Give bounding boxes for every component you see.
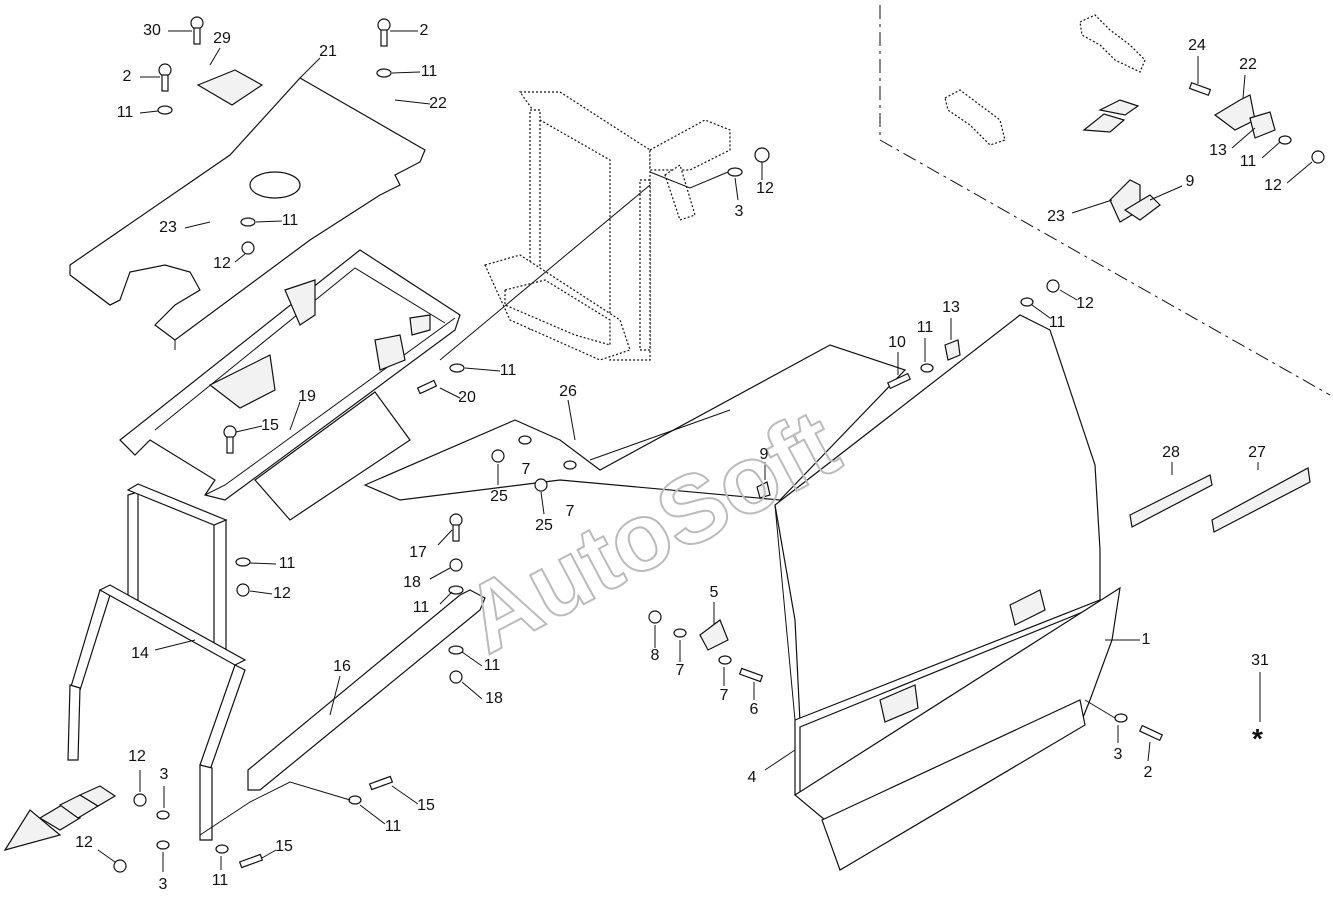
callout-c10: 10 bbox=[888, 334, 906, 351]
callout-c12a: 12 bbox=[213, 255, 231, 272]
callout-c7c: 7 bbox=[676, 662, 685, 679]
callout-c24: 24 bbox=[1188, 37, 1206, 54]
callout-c11i: 11 bbox=[385, 818, 402, 835]
strip-27 bbox=[1211, 467, 1311, 533]
callout-c11f: 11 bbox=[279, 555, 296, 572]
callout-c12b: 12 bbox=[756, 180, 774, 197]
callout-c6: 6 bbox=[750, 701, 759, 718]
callout-c15b: 15 bbox=[275, 838, 293, 855]
lower-panel bbox=[254, 391, 411, 521]
upper-frame bbox=[119, 249, 461, 501]
chassis-frame-dotted bbox=[484, 91, 731, 361]
callout-c7b: 7 bbox=[566, 503, 575, 520]
asterisk-marker: * bbox=[1252, 723, 1263, 754]
direction-arrow bbox=[3, 785, 117, 851]
callout-c13b: 13 bbox=[1209, 142, 1227, 159]
callout-c11g: 11 bbox=[484, 657, 501, 674]
callout-c22a: 22 bbox=[429, 95, 447, 112]
callout-c3a: 3 bbox=[735, 203, 744, 220]
callout-c21: 21 bbox=[319, 43, 337, 60]
callout-c8: 8 bbox=[651, 647, 660, 664]
callout-c2c: 2 bbox=[1144, 764, 1153, 781]
callout-c27: 27 bbox=[1248, 444, 1266, 461]
callout-c13a: 13 bbox=[942, 299, 960, 316]
side-rail bbox=[247, 589, 486, 791]
callout-c4: 4 bbox=[748, 769, 757, 786]
callout-c22b: 22 bbox=[1239, 56, 1257, 73]
bottom-channel bbox=[821, 699, 1086, 871]
callout-c23a: 23 bbox=[159, 219, 177, 236]
callout-c11e: 11 bbox=[413, 599, 430, 616]
callout-c3d: 3 bbox=[1114, 746, 1123, 763]
callout-c26: 26 bbox=[559, 383, 577, 400]
callout-c29: 29 bbox=[213, 30, 231, 47]
callout-c15c: 15 bbox=[417, 797, 435, 814]
callout-c11l: 11 bbox=[1240, 153, 1257, 170]
callout-c16: 16 bbox=[333, 658, 351, 675]
leader-lines bbox=[97, 30, 1313, 872]
callout-c25b: 25 bbox=[535, 517, 553, 534]
callout-c11h: 11 bbox=[212, 872, 229, 889]
callout-c9a: 9 bbox=[760, 446, 769, 463]
callout-c3b: 3 bbox=[160, 766, 169, 783]
callout-c12e: 12 bbox=[75, 834, 93, 851]
callout-c12g: 12 bbox=[1264, 177, 1282, 194]
callout-c3c: 3 bbox=[159, 876, 168, 893]
support-legs bbox=[67, 483, 247, 841]
callout-c11j: 11 bbox=[917, 319, 934, 336]
callout-c11b: 11 bbox=[117, 104, 134, 121]
callout-c15a: 15 bbox=[261, 417, 279, 434]
callout-c2b: 2 bbox=[123, 68, 132, 85]
top-cover-plate bbox=[69, 69, 426, 350]
callout-c12c: 12 bbox=[273, 585, 291, 602]
callout-c7a: 7 bbox=[522, 461, 531, 478]
callout-c30a: 30 bbox=[143, 22, 161, 39]
callout-c11a: 11 bbox=[421, 63, 438, 80]
callout-c2a: 2 bbox=[420, 22, 429, 39]
callout-c17: 17 bbox=[409, 544, 427, 561]
callout-c18a: 18 bbox=[403, 574, 421, 591]
callout-c25a: 25 bbox=[490, 488, 508, 505]
hardware bbox=[113, 16, 1325, 873]
callout-c5: 5 bbox=[710, 584, 719, 601]
callout-c28: 28 bbox=[1162, 444, 1180, 461]
callout-c1: 1 bbox=[1142, 631, 1151, 648]
callout-c23b: 23 bbox=[1047, 208, 1065, 225]
callout-c11k: 11 bbox=[1049, 314, 1066, 331]
callout-c11d: 11 bbox=[500, 362, 517, 379]
detail-boundary bbox=[879, 5, 1331, 396]
callout-c20: 20 bbox=[458, 389, 476, 406]
callout-c31: 31 bbox=[1251, 652, 1269, 669]
callout-c19: 19 bbox=[298, 388, 316, 405]
callout-c18b: 18 bbox=[485, 690, 503, 707]
callout-c12f: 12 bbox=[1076, 295, 1094, 312]
inset-brackets bbox=[944, 14, 1276, 223]
callout-c12d: 12 bbox=[128, 748, 146, 765]
callout-c9b: 9 bbox=[1186, 173, 1195, 190]
callout-c11c: 11 bbox=[282, 212, 299, 229]
callout-c7d: 7 bbox=[720, 687, 729, 704]
strip-28 bbox=[1129, 474, 1213, 528]
callout-c14: 14 bbox=[131, 645, 149, 662]
